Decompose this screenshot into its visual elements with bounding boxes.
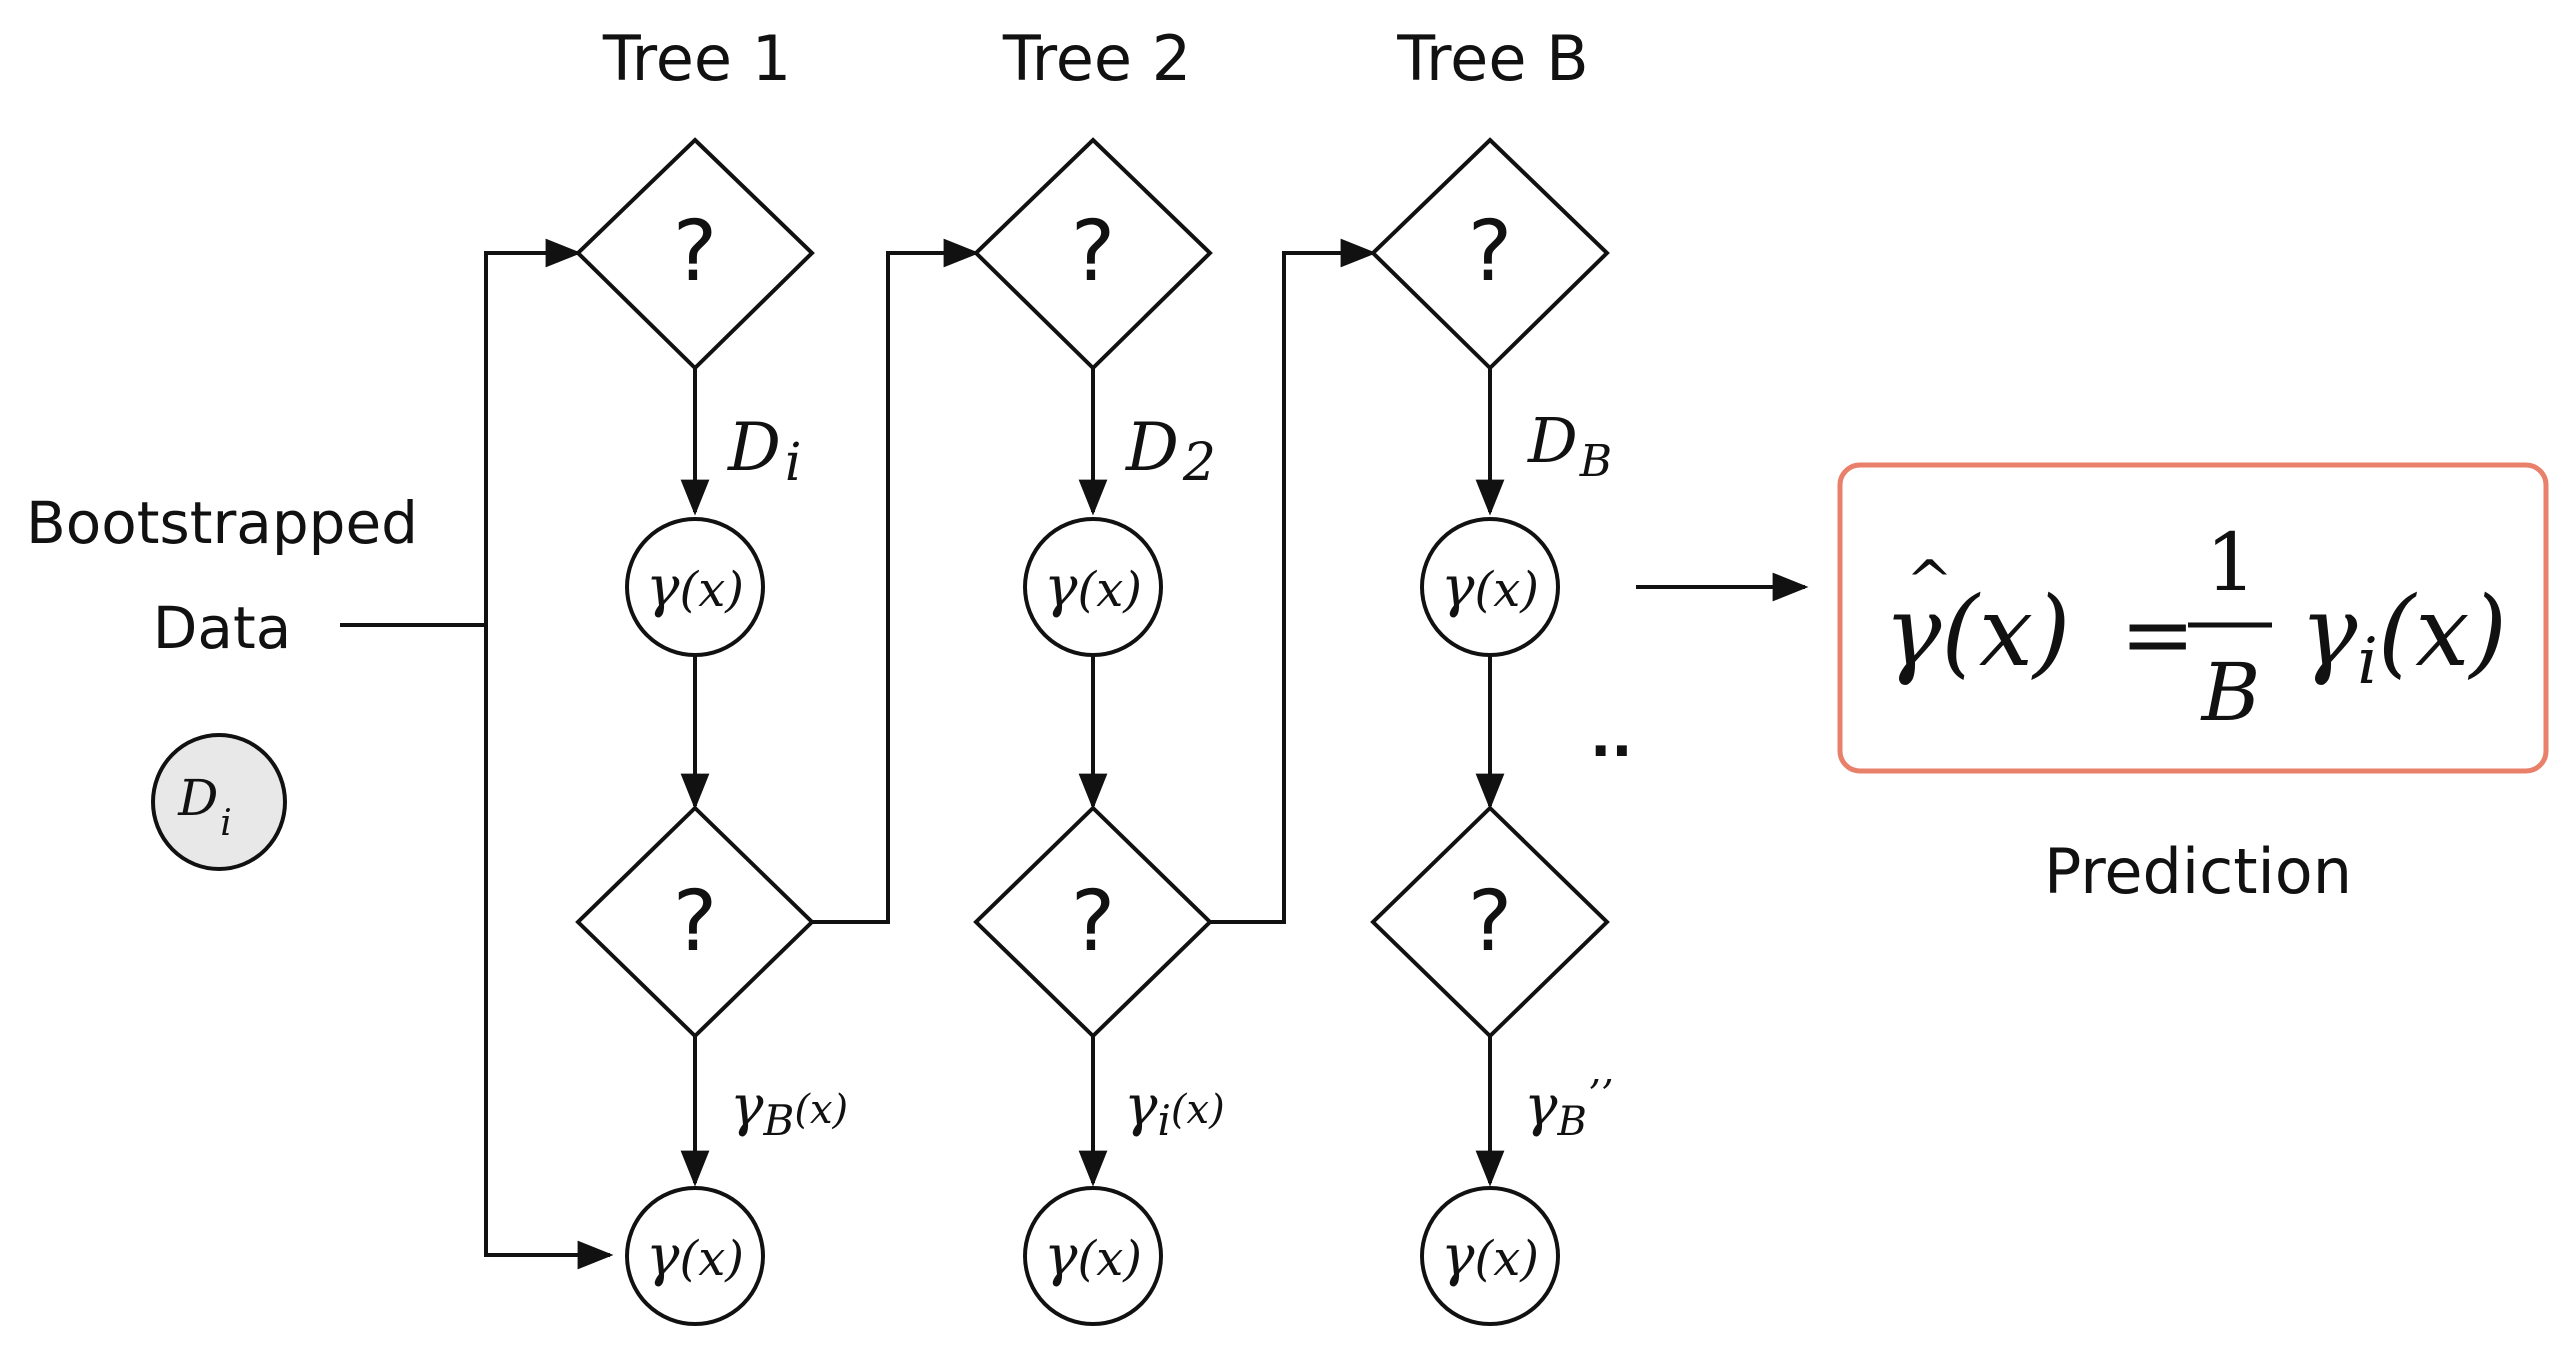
treeB-lower-decision-symbol: ? [1468,872,1513,970]
prediction-rhs: γi(x) [2300,576,2507,699]
prediction-lhs-hat: ^ [1906,549,1953,614]
treeB-lower-edge-label: γBʼʼ [1524,1073,1612,1145]
prediction-lhs: γ(x) [1884,576,2070,688]
prediction-denominator: B [2200,646,2261,739]
tree1-lower-decision-symbol: ? [673,872,718,970]
tree2-lower-decision-symbol: ? [1071,872,1116,970]
tree1-lower-leaf-node [625,1186,765,1326]
input-data-node [151,733,287,871]
tree2-root-decision-symbol: ? [1071,202,1116,300]
connector-tree2-to-treeB [1210,238,1377,924]
prediction-box [1837,462,2549,774]
prediction-numerator: 1 [2206,516,2257,609]
tree1-lower-leaf-label: γ(x) [646,1224,744,1289]
tree-title-2: Tree 2 [1002,22,1191,95]
tree2-upper-leaf-label: γ(x) [1044,555,1142,620]
tree2-lower-leaf-label: γ(x) [1044,1224,1142,1289]
treeB-ellipsis: ·· [1590,719,1633,784]
treeB-lower-leaf-label: γ(x) [1441,1224,1539,1289]
prediction-equals: = [2120,582,2195,687]
tree-title-1: Tree 1 [602,22,791,95]
treeB-upper-edge-label: DB [1527,404,1612,487]
treeB-root-decision-symbol: ? [1468,202,1513,300]
tree1-upper-leaf-label: γ(x) [646,555,744,620]
input-label-line1: Bootstrapped [26,489,418,557]
tree1-lower-edge-label: γB(x) [730,1074,848,1145]
tree2-lower-leaf-node [1023,1186,1163,1326]
connector-tree1-to-tree2 [812,238,980,924]
tree2-upper-edge-label: D2 [1125,409,1216,493]
input-label-line2: Data [153,594,292,662]
tree-title-3: Tree B [1396,22,1588,95]
tree1-root-decision-symbol: ? [673,202,718,300]
treeB-upper-leaf-label: γ(x) [1441,555,1539,620]
input-data-node-label: Di [177,769,232,844]
treeB-lower-leaf-node [1420,1186,1560,1326]
tree2-lower-edge-label: γi(x) [1124,1074,1225,1145]
prediction-caption: Prediction [2044,835,2352,908]
tree1-upper-edge-label: Di [727,409,802,493]
prediction-formula: ^ γ(x) = 1 B γi(x) [1884,516,2507,739]
